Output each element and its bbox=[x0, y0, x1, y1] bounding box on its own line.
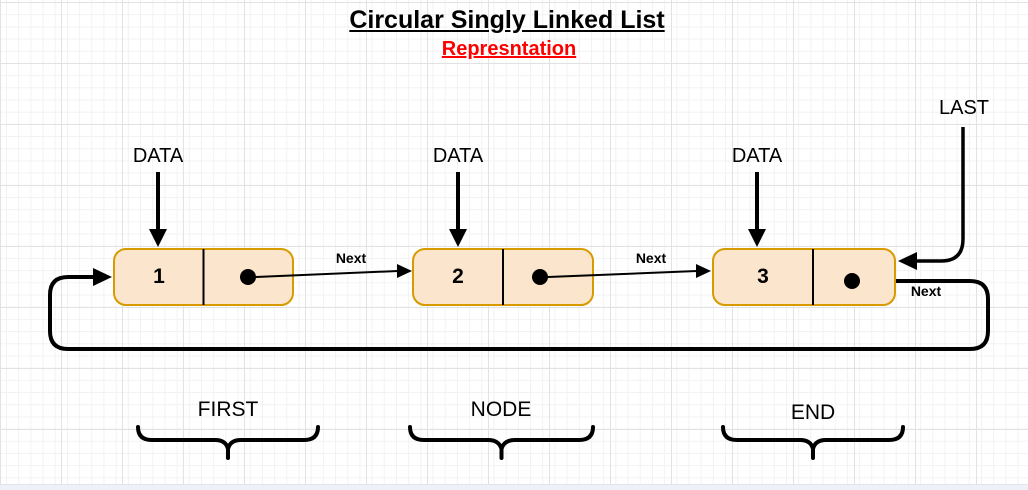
pointer-dot-2 bbox=[532, 269, 548, 285]
canvas-page-edge bbox=[0, 484, 1028, 490]
node-3-value: 3 bbox=[757, 265, 769, 288]
data-label-3: DATA bbox=[731, 145, 783, 167]
region-label-first: FIRST bbox=[197, 398, 259, 421]
node-1-value: 1 bbox=[153, 265, 165, 288]
data-arrow-2 bbox=[449, 172, 467, 247]
next-label-3: Next bbox=[910, 283, 942, 299]
region-label-end: END bbox=[790, 401, 836, 424]
node-2-value: 2 bbox=[452, 265, 464, 288]
brace-node bbox=[408, 425, 595, 460]
node-2-shape bbox=[412, 248, 594, 306]
page-title: Circular Singly Linked List bbox=[349, 6, 665, 34]
next-arrow-1 bbox=[255, 264, 412, 278]
next-label-2: Next bbox=[635, 250, 667, 266]
node-3-shape bbox=[712, 248, 896, 306]
brace-first bbox=[136, 425, 320, 460]
last-pointer-arrow bbox=[898, 127, 965, 270]
region-label-node: NODE bbox=[470, 398, 532, 421]
next-arrow-2 bbox=[547, 264, 711, 278]
data-label-2: DATA bbox=[432, 145, 484, 167]
circular-link-arrow bbox=[48, 268, 990, 351]
last-label: LAST bbox=[938, 97, 990, 119]
pointer-dot-1 bbox=[240, 269, 256, 285]
next-label-1: Next bbox=[335, 250, 367, 266]
page-subtitle: Represntation bbox=[441, 38, 577, 60]
data-arrow-1 bbox=[149, 172, 167, 247]
data-arrow-3 bbox=[748, 172, 766, 247]
node-1-shape bbox=[113, 248, 294, 306]
pointer-dot-3 bbox=[844, 273, 860, 289]
data-label-1: DATA bbox=[132, 145, 184, 167]
brace-end bbox=[721, 425, 905, 460]
